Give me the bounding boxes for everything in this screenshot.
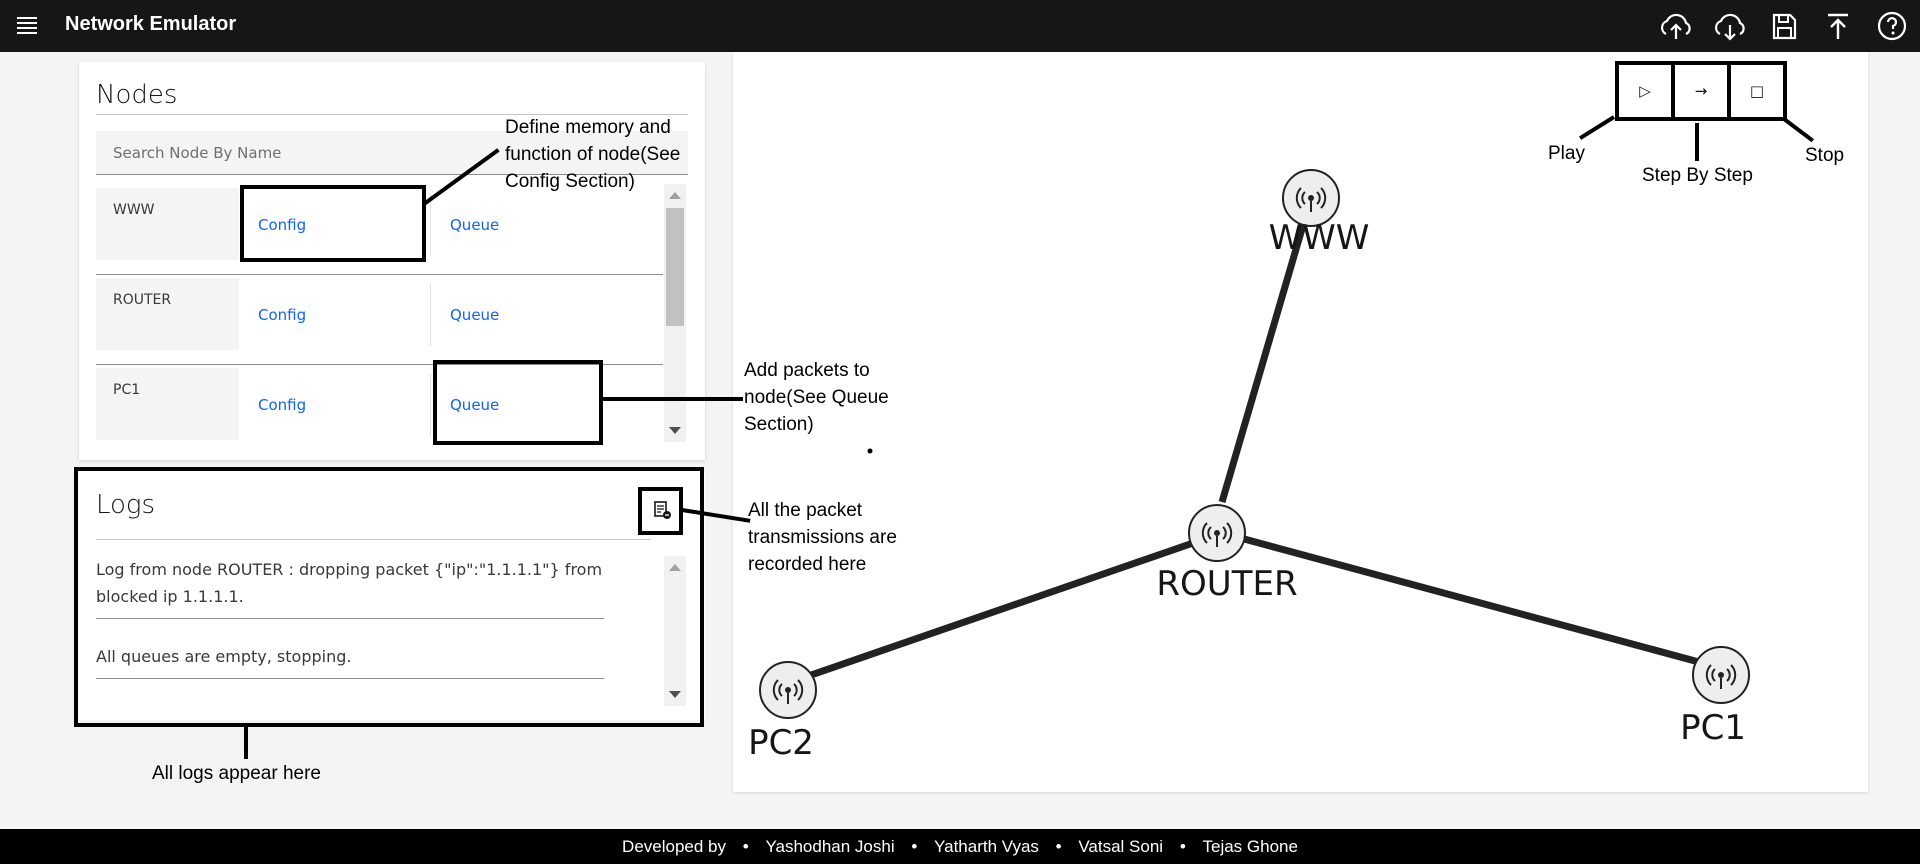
step-annotation: Step By Step: [1642, 165, 1753, 186]
scroll-up-icon[interactable]: [669, 192, 681, 199]
node-row-www: WWW Config Queue: [96, 184, 663, 275]
node-divider: [430, 374, 431, 436]
node-label-pc2: PC2: [748, 723, 814, 763]
step-connector: [1695, 123, 1699, 161]
topology-canvas[interactable]: WWW ROUTER PC1 PC2 ▷ → □: [733, 52, 1868, 792]
log-entry: Log from node ROUTER : dropping packet {…: [96, 556, 604, 619]
developer-name: Yashodhan Joshi: [765, 837, 895, 856]
stop-button[interactable]: □: [1727, 61, 1787, 121]
developer-name: Yatharth Vyas: [934, 837, 1039, 856]
top-navbar: Network Emulator: [0, 0, 1920, 52]
scroll-thumb[interactable]: [666, 208, 684, 326]
footer-separator: •: [1179, 837, 1186, 856]
node-row-pc1: PC1 Config Queue: [96, 364, 663, 454]
log-icon-highlight-box: [638, 487, 683, 535]
queue-link[interactable]: Queue: [450, 216, 500, 234]
queue-highlight-box: [433, 360, 603, 445]
app-title: Network Emulator: [65, 13, 237, 35]
scroll-down-icon[interactable]: [669, 691, 681, 698]
node-divider: [430, 194, 431, 256]
developer-name: Vatsal Soni: [1078, 837, 1164, 856]
footer-separator: •: [742, 837, 749, 856]
node-www-icon[interactable]: [1282, 169, 1340, 227]
play-button[interactable]: ▷: [1615, 61, 1675, 121]
queue-link[interactable]: Queue: [450, 306, 500, 324]
footer: Developed by • Yashodhan Joshi • Yathart…: [0, 829, 1920, 864]
nodes-title-divider: [96, 114, 688, 115]
logs-panel: Logs Log from node ROUTER : dropping pac…: [79, 470, 705, 720]
step-button[interactable]: →: [1671, 61, 1731, 121]
search-node-input[interactable]: [96, 131, 688, 175]
link-router-pc2: [786, 529, 1224, 687]
play-annotation: Play: [1548, 143, 1585, 164]
logs-annotation: All logs appear here: [152, 763, 321, 784]
footer-prefix: Developed by: [622, 837, 727, 856]
export-icon[interactable]: [1818, 6, 1858, 46]
save-icon[interactable]: [1764, 6, 1804, 46]
logs-title: Logs: [96, 490, 156, 520]
config-link[interactable]: Config: [258, 216, 307, 234]
stray-dot: [867, 448, 873, 454]
logs-connector: [244, 725, 248, 759]
node-row-router: ROUTER Config Queue: [96, 274, 663, 365]
node-label-pc1: PC1: [1680, 708, 1746, 748]
developer-name: Tejas Ghone: [1202, 837, 1298, 856]
menu-icon[interactable]: [17, 17, 37, 34]
node-list: WWW Config Queue ROUTER Config Queue PC1…: [96, 184, 663, 454]
log-entry: All queues are empty, stopping.: [96, 643, 604, 679]
node-pc1-icon[interactable]: [1692, 646, 1750, 704]
stop-annotation: Stop: [1805, 145, 1845, 166]
config-link[interactable]: Config: [258, 396, 307, 414]
footer-separator: •: [1055, 837, 1062, 856]
queue-link[interactable]: Queue: [450, 396, 500, 414]
upload-cloud-icon[interactable]: [1656, 6, 1696, 46]
footer-separator: •: [911, 837, 918, 856]
node-name: WWW: [96, 188, 239, 260]
logs-scrollbar[interactable]: [664, 556, 686, 706]
logs-highlight-box: [74, 467, 704, 727]
config-annotation: Define memory and function of node(See C…: [505, 117, 681, 192]
topology-graph: WWW ROUTER PC1 PC2: [748, 169, 1750, 763]
nodes-title: Nodes: [96, 80, 178, 110]
node-name: PC1: [96, 368, 239, 440]
node-label-www: WWW: [1269, 218, 1370, 258]
node-divider: [430, 284, 431, 346]
nodes-scrollbar[interactable]: [664, 184, 686, 442]
node-name: ROUTER: [96, 278, 239, 350]
link-www-router: [1218, 197, 1315, 503]
queue-annotation: Add packets to node(See Queue Section): [744, 360, 889, 435]
config-highlight-box: [240, 185, 426, 262]
packet-log-icon[interactable]: [645, 493, 679, 527]
node-router-icon[interactable]: [1188, 504, 1246, 562]
scroll-down-icon[interactable]: [669, 427, 681, 434]
log-icon-annotation: All the packet transmissions are recorde…: [748, 500, 897, 575]
download-cloud-icon[interactable]: [1710, 6, 1750, 46]
config-link[interactable]: Config: [258, 306, 307, 324]
logs-title-divider: [96, 539, 651, 540]
help-icon[interactable]: [1872, 6, 1912, 46]
node-label-router: ROUTER: [1156, 564, 1297, 604]
queue-connector: [601, 397, 743, 401]
scroll-up-icon[interactable]: [669, 564, 681, 571]
link-router-pc1: [1221, 529, 1722, 672]
node-pc2-icon[interactable]: [759, 661, 817, 719]
